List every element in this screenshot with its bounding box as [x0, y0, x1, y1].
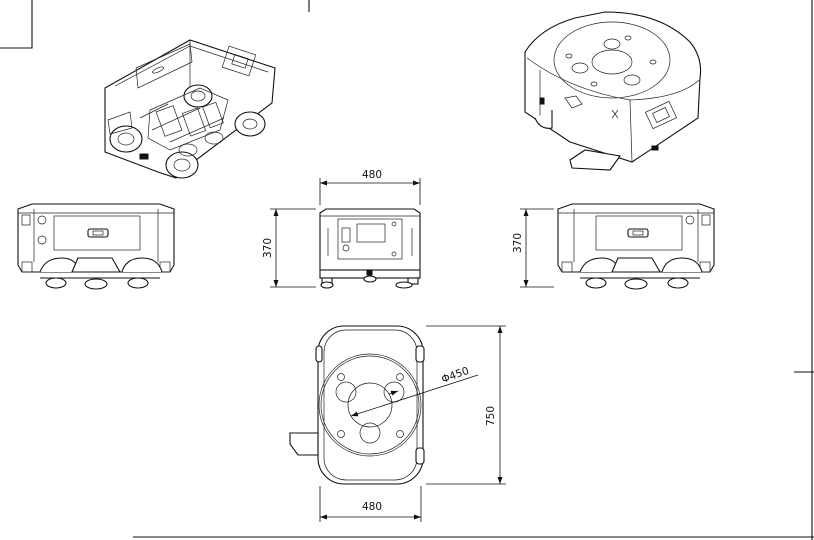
- top-view: [289, 325, 425, 485]
- front-view: [319, 208, 421, 289]
- front-height-dimension: [270, 208, 316, 288]
- side-view-right: [557, 203, 715, 290]
- side-height-dimension: [520, 208, 554, 288]
- isometric-view-underside: [104, 39, 276, 179]
- top-width-label: 480: [362, 501, 382, 513]
- top-length-dimension: [426, 325, 506, 485]
- side-height-label: 370: [512, 233, 524, 253]
- top-width-dimension: [319, 486, 422, 522]
- front-width-label: 480: [362, 169, 382, 181]
- top-length-label: 750: [485, 406, 497, 426]
- isometric-view-top: [524, 11, 702, 171]
- front-height-label: 370: [262, 238, 274, 258]
- side-view-left: [17, 203, 175, 290]
- diameter-leader: [350, 374, 479, 417]
- front-width-dimension: [319, 178, 421, 205]
